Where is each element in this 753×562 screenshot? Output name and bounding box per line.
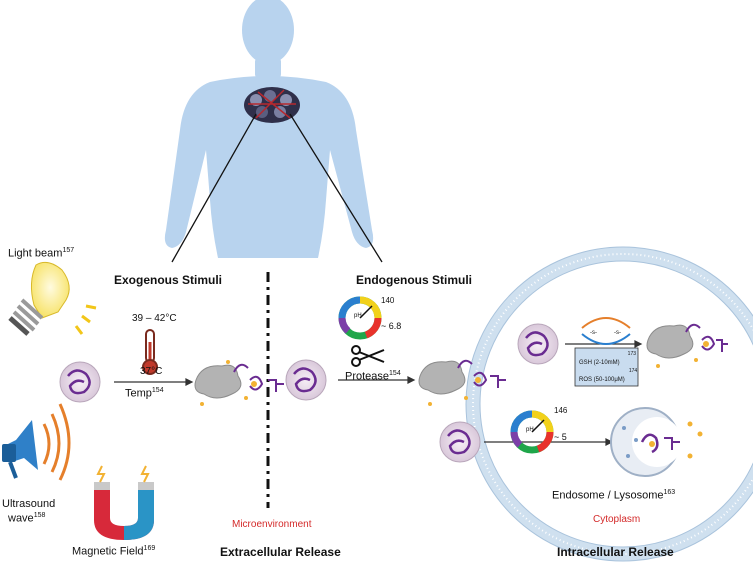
ph-dial-icon-1 (338, 296, 382, 340)
ultrasound-label-line2: wave158 (8, 512, 46, 525)
ros-label: ROS (50-100μM)174 (579, 368, 638, 383)
temperature-range-label: 39 – 42°C (132, 313, 177, 324)
light-beam-label: Light beam157 (8, 247, 75, 260)
cytoplasm-label: Cytoplasm (593, 514, 641, 525)
thermometer-icon (142, 329, 158, 375)
endosome-lysosome-label: Endosome / Lysosome163 (552, 489, 676, 502)
ultrasound-speaker-icon (2, 403, 71, 481)
ph-dial-icon-2 (510, 410, 554, 454)
cell-membrane (465, 246, 753, 562)
ph-value-2: ~ 5 (554, 432, 567, 442)
ph-ref-1: 140 (381, 296, 395, 305)
exogenous-stimuli-heading: Exogenous Stimuli (114, 273, 223, 287)
ph-ref-2: 146 (554, 406, 568, 415)
nanoparticle-4 (439, 421, 481, 463)
reaction-arrows (114, 340, 643, 446)
ph-value-1: ~ 6.8 (381, 321, 402, 331)
released-payload-3 (646, 323, 728, 368)
protease-label: Protease154 (345, 370, 401, 383)
nanoparticle-1 (59, 361, 101, 403)
nanoparticle-2 (285, 359, 327, 401)
endogenous-stimuli-heading: Endogenous Stimuli (356, 273, 472, 287)
redox-condition-box (574, 347, 639, 387)
gsh-label: GSH (2-10mM)173 (579, 351, 637, 366)
light-bulb-icon (8, 261, 97, 336)
released-payload-2 (418, 359, 506, 406)
exogenous-connector-line (171, 113, 257, 263)
ultrasound-label-line1: Ultrasound (2, 498, 56, 510)
extracellular-release-heading: Extracellular Release (220, 545, 341, 559)
temp-label: Temp154 (125, 387, 164, 400)
endogenous-connector-line (289, 113, 383, 263)
magnetic-field-label: Magnetic Field169 (72, 545, 156, 558)
nanoparticle-3 (517, 323, 559, 365)
ph-dial-1-text: pH (354, 313, 362, 319)
ph-dial-2-text: pH (526, 427, 534, 433)
released-payload-1 (194, 360, 284, 406)
svg-text:-s-: -s- (614, 330, 621, 336)
microenvironment-label: Microenvironment (232, 519, 312, 530)
temperature-base-label: 37°C (140, 366, 163, 377)
endosome-lysosome-icon (610, 407, 703, 477)
scissors-icon (351, 345, 385, 367)
intracellular-release-heading: Intracellular Release (557, 545, 674, 559)
svg-text:-s-: -s- (590, 330, 597, 336)
human-body-silhouette (164, 0, 374, 258)
redox-cycle-icon: -s- -s- (581, 317, 631, 345)
tumor-cluster-icon (244, 87, 300, 123)
magnet-icon (94, 465, 154, 540)
